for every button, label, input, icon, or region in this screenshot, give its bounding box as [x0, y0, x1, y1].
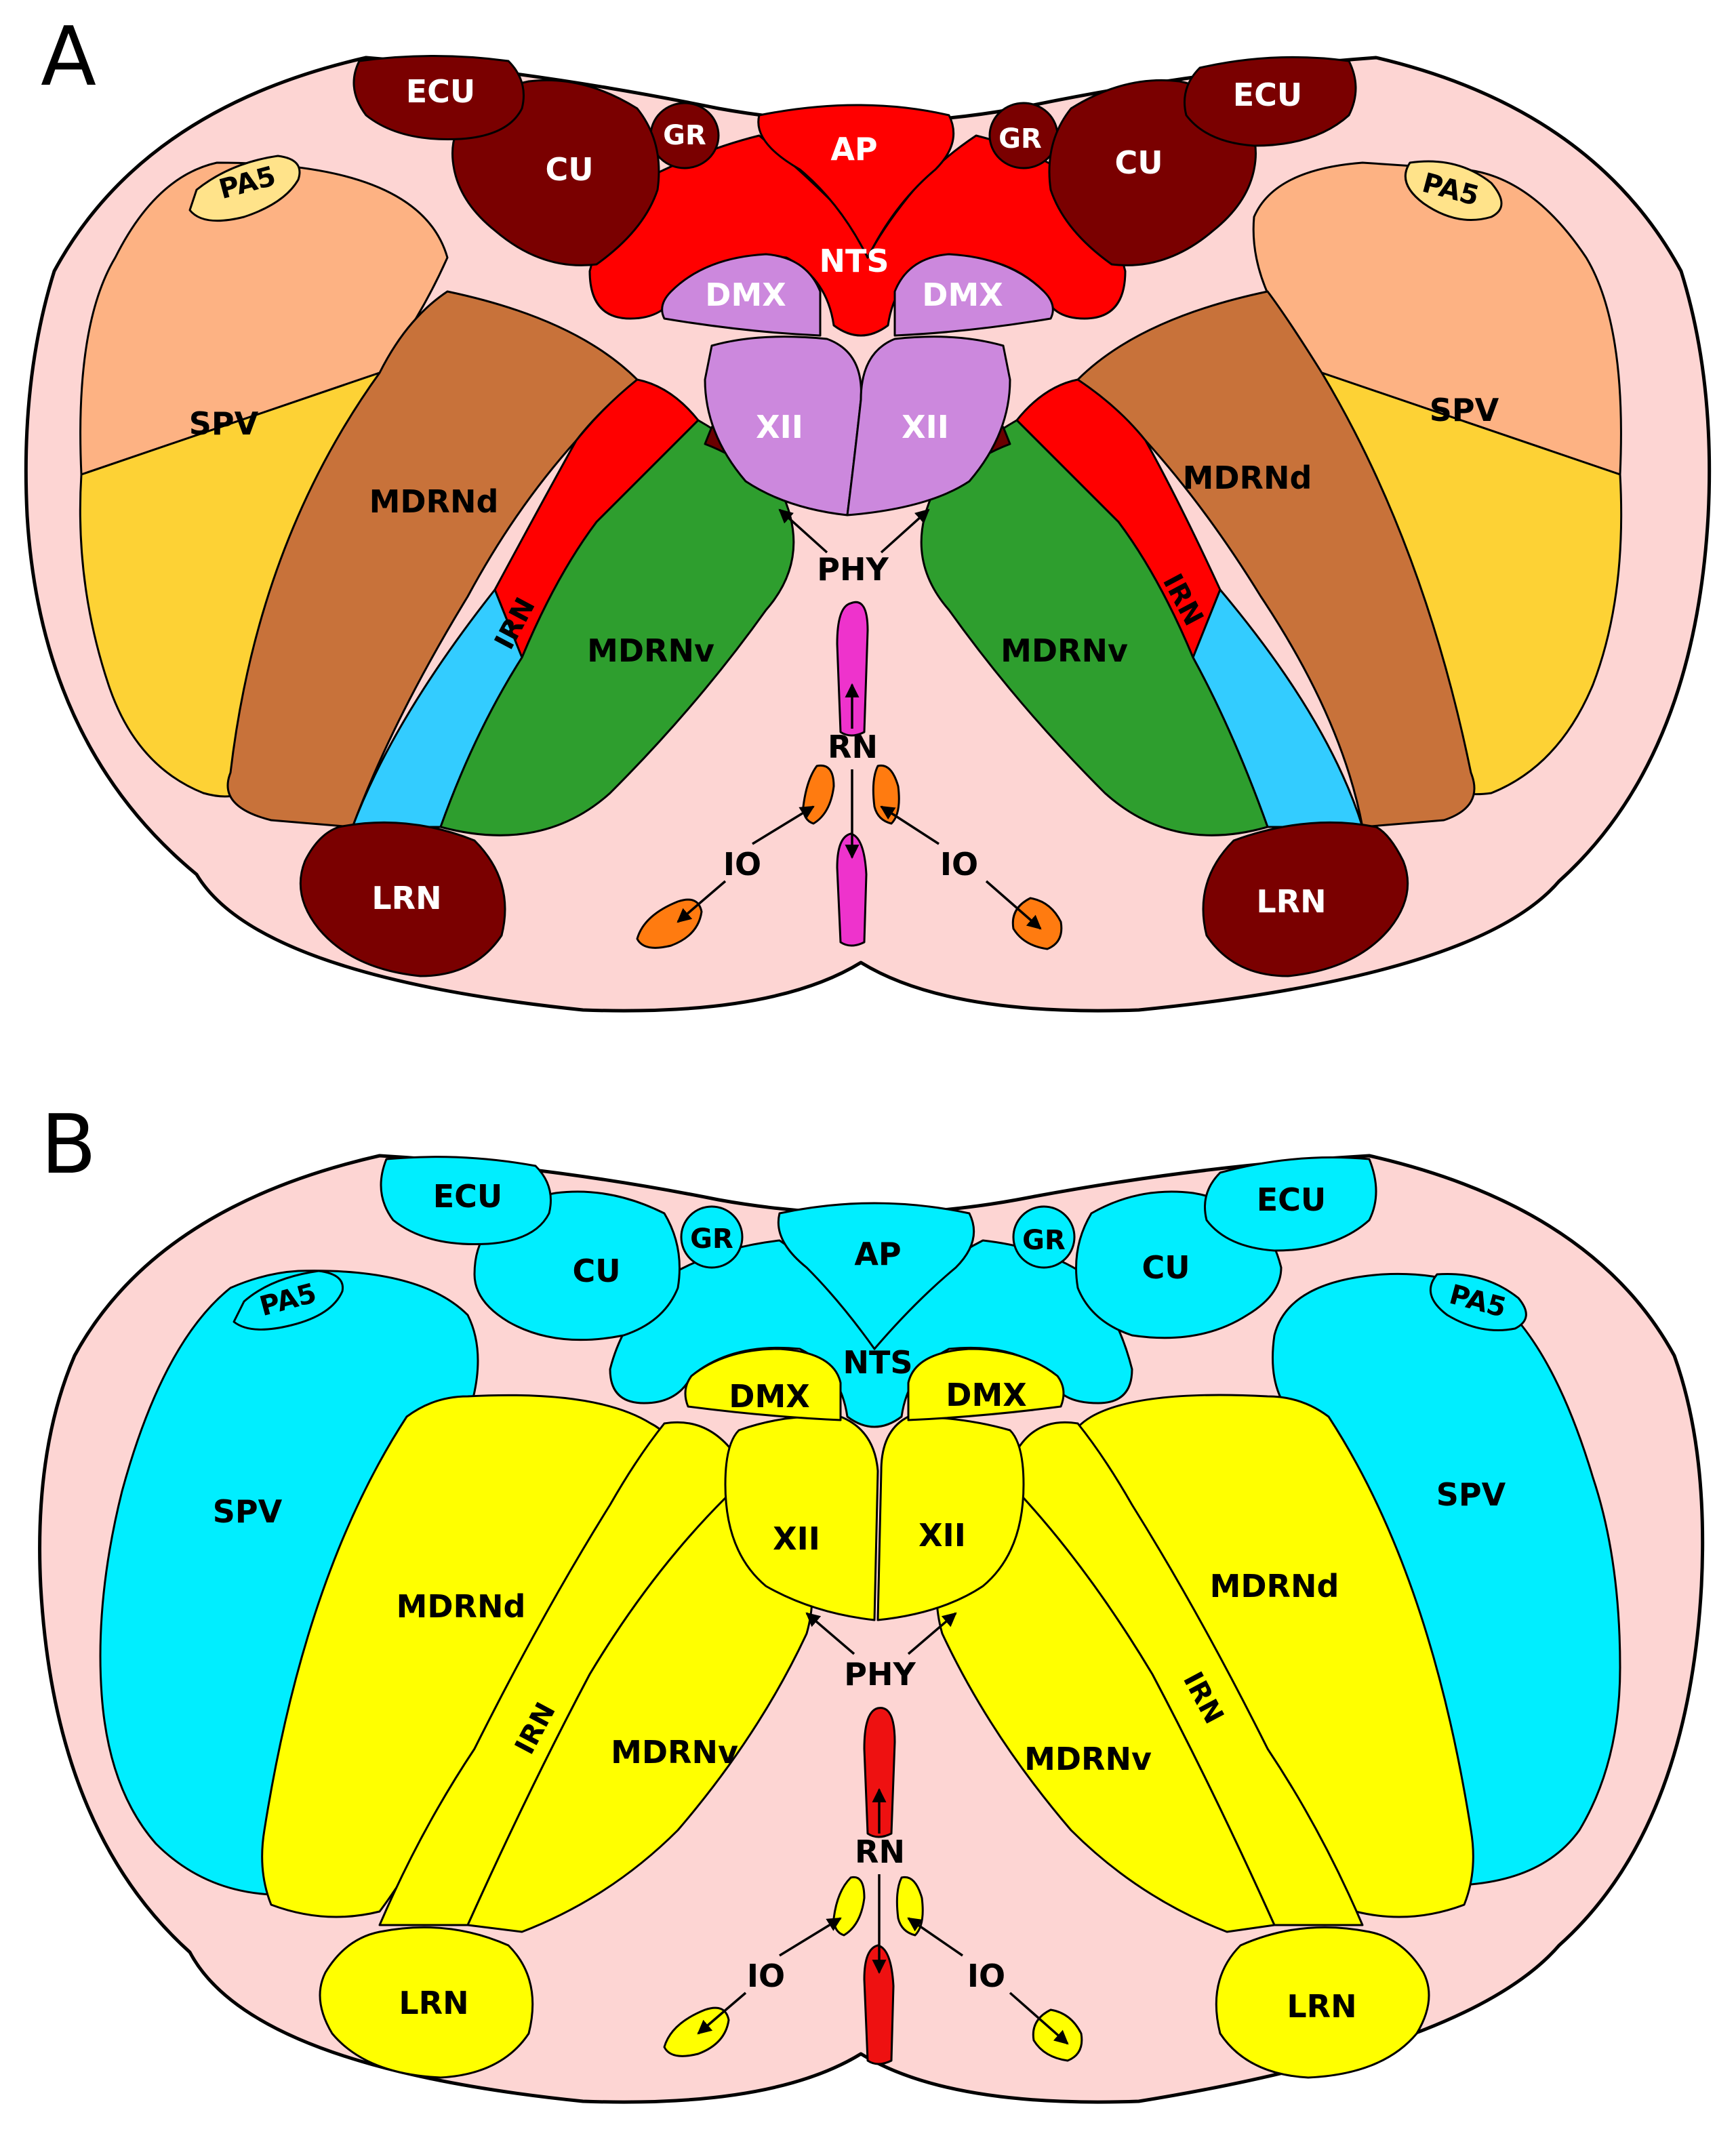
panel-b-label-gr-left: GR: [690, 1223, 733, 1255]
panel-a-io-arrow-left-up: [752, 805, 815, 845]
panel-b-label-lrn-right: LRN: [1287, 1988, 1356, 2025]
panel-a-label-io-left: IO: [723, 846, 761, 883]
panel-b-io-arrow-left-down: [697, 1991, 747, 2035]
panel-b-io-arrow-left-up: [779, 1917, 842, 1957]
panel-b-ecu-left: [380, 1156, 552, 1246]
panel-a-label-mdrnd-left: MDRNd: [369, 483, 499, 520]
panel-b-label-mdrnd-right: MDRNd: [1210, 1568, 1339, 1604]
panel-b-label-spv-right: SPV: [1436, 1476, 1506, 1513]
panel-a-label-mdrnv-left: MDRNv: [587, 632, 714, 669]
panel-a-rn-upper: [836, 601, 869, 737]
panel-a-label-rn: RN: [828, 729, 878, 765]
panel-b-letter: B: [41, 1098, 96, 1192]
panel-b-label-spv-left: SPV: [213, 1493, 283, 1530]
panel-a-label-gr-right: GR: [998, 123, 1042, 155]
panel-a-label-lrn-left: LRN: [371, 880, 441, 916]
panel-b-phy-arrow-right: [907, 1612, 957, 1655]
panel-b-label-cu-left: CU: [572, 1253, 620, 1289]
panel-b-ecu-right: [1204, 1156, 1377, 1252]
panel-a-phy-arrow-left: [778, 508, 828, 554]
panel-b-label-gr-right: GR: [1022, 1225, 1066, 1256]
panel-b-io-arrow-right-down: [1009, 1991, 1069, 2045]
panel-b-label-mdrnv-left: MDRNv: [611, 1734, 738, 1771]
panel-b-label-nts: NTS: [843, 1344, 912, 1381]
panel-a-label-xii-left: XII: [756, 409, 803, 445]
panel-b-lrn-left: [319, 1926, 534, 2079]
panel-b-label-rn: RN: [855, 1834, 905, 1870]
panel-b-gr-left: [680, 1205, 744, 1269]
panel-a-dmx-left: [661, 253, 822, 337]
panel-a-spv-right-dorsal: [1252, 161, 1622, 476]
panel-a-lrn-right: [1202, 821, 1409, 977]
panel-b-label-xii-left: XII: [773, 1520, 820, 1557]
panel-b-label-mdrnv-right: MDRNv: [1024, 1741, 1152, 1777]
panel-b-label-dmx-right: DMX: [946, 1377, 1026, 1413]
panel-b-label-xii-right: XII: [919, 1517, 966, 1554]
panel-a-label-ap: AP: [830, 131, 877, 167]
panel-a-label-mdrnd-right: MDRNd: [1183, 460, 1312, 496]
panel-a-io-arrow-right-up: [880, 805, 940, 845]
panel-b: B: [38, 1098, 1705, 2104]
panel-b-lrn-right: [1215, 1926, 1430, 2079]
panel-a-xii-right: [846, 336, 1011, 517]
panel-a-label-dmx-right: DMX: [922, 277, 1003, 313]
panel-b-label-ap: AP: [854, 1236, 901, 1272]
panel-a-io-arrow-left-down: [677, 880, 727, 923]
panel-a-label-spv-left: SPV: [189, 405, 259, 442]
panel-b-rn-upper: [863, 1707, 896, 1838]
panel-b-label-io-left: IO: [747, 1958, 785, 1994]
panel-b-label-mdrnd-left: MDRNd: [397, 1588, 526, 1625]
panel-b-label-ecu-right: ECU: [1257, 1181, 1327, 1218]
panel-a-label-lrn-right: LRN: [1256, 883, 1326, 920]
panel-a-pa5-left: [188, 155, 301, 222]
panel-a-pa5-right: [1404, 160, 1503, 221]
panel-b-label-dmx-left: DMX: [729, 1378, 809, 1415]
panel-a-ecu-left: [352, 55, 525, 141]
panel-b-pa5-left: [233, 1270, 344, 1331]
panel-b-dmx-left: [684, 1348, 842, 1421]
panel-b-pa5-right: [1430, 1272, 1527, 1331]
panel-b-dmx-right: [907, 1348, 1065, 1421]
panel-a-mdrnv-right: [920, 419, 1269, 836]
panel-a-lrn-left: [299, 821, 506, 977]
panel-b-label-phy: PHY: [844, 1656, 916, 1693]
panel-a-label-ecu-right: ECU: [1233, 77, 1303, 113]
panel-a-ecu-right: [1184, 56, 1357, 147]
panel-a-io-arrow-right-down: [985, 880, 1042, 930]
panel-a-ap: [757, 104, 955, 259]
panel-a-label-mdrnv-right: MDRNv: [1001, 632, 1128, 669]
panel-a-label-cu-right: CU: [1114, 144, 1163, 181]
panel-a-label-cu-left: CU: [545, 151, 593, 188]
panel-a-rn-lower: [836, 832, 868, 947]
panel-a-label-phy: PHY: [817, 551, 889, 588]
panel-b-phy-arrow-left: [805, 1612, 855, 1655]
panel-b-rn-lower: [863, 1944, 895, 2065]
panel-a-mdrnv-left: [439, 419, 795, 836]
panel-a-label-ecu-left: ECU: [406, 73, 476, 110]
panel-a-label-dmx-left: DMX: [705, 277, 786, 313]
panel-a-label-spv-right: SPV: [1430, 392, 1499, 428]
panel-a: A: [24, 10, 1712, 1013]
panel-a-dmx-right: [893, 253, 1054, 337]
panel-a-label-io-right: IO: [940, 846, 978, 883]
panel-b-label-lrn-left: LRN: [399, 1985, 468, 2021]
panel-b-ap: [777, 1202, 975, 1350]
panel-b-io-arrow-right-up: [907, 1917, 963, 1957]
panel-b-label-io-right: IO: [967, 1958, 1005, 1994]
panel-b-label-cu-right: CU: [1142, 1249, 1190, 1286]
panel-a-letter: A: [41, 10, 96, 104]
panel-b-gr-right: [1012, 1205, 1076, 1269]
panel-a-phy-arrow-right: [880, 508, 930, 554]
panel-a-label-gr-left: GR: [663, 120, 706, 151]
panel-a-label-xii-right: XII: [902, 409, 949, 445]
panel-b-label-ecu-left: ECU: [433, 1178, 503, 1215]
panel-a-label-nts: NTS: [819, 243, 889, 279]
